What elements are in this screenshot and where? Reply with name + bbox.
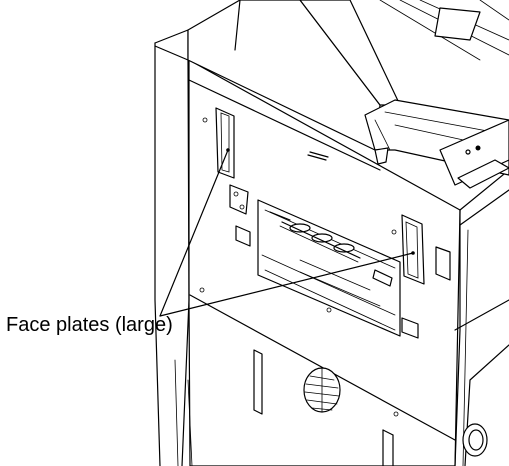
bracket-plates	[229, 184, 451, 339]
face-plate-left	[215, 107, 235, 179]
face-plate-right	[401, 214, 425, 285]
callout-leaders	[159, 149, 414, 317]
lower-cabinet	[174, 349, 488, 466]
document-feeder	[187, 0, 509, 176]
callout-label-face-plates: Face plates (large)	[6, 314, 173, 336]
operation-panel	[439, 119, 509, 189]
vent-grille	[303, 367, 341, 413]
knob	[462, 423, 488, 457]
transport-opening	[257, 199, 401, 337]
